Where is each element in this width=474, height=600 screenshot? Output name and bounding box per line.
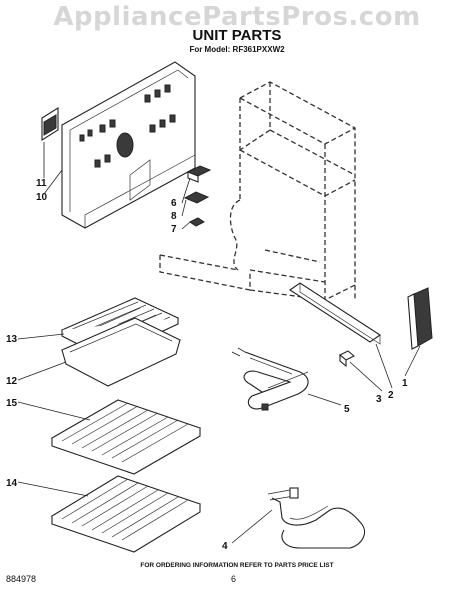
callout-1: 1 xyxy=(402,378,408,389)
ordering-note: FOR ORDERING INFORMATION REFER TO PARTS … xyxy=(140,562,334,569)
screw-clip xyxy=(189,217,205,227)
document-number: 884978 xyxy=(6,574,37,584)
rear-panel xyxy=(61,61,196,229)
callout-4: 4 xyxy=(222,541,228,552)
callout-11: 11 xyxy=(36,178,47,189)
bake-element xyxy=(231,347,309,411)
broil-element xyxy=(267,487,365,549)
callout-7: 7 xyxy=(171,224,177,235)
insulation-pad xyxy=(41,107,59,141)
page-title: UNIT PARTS xyxy=(192,27,282,44)
element-clip xyxy=(339,350,355,368)
leader-lines xyxy=(17,142,421,544)
element-support-bracket xyxy=(289,282,433,350)
callout-13: 13 xyxy=(6,334,18,345)
callout-15: 15 xyxy=(6,398,18,409)
callout-5: 5 xyxy=(344,404,350,415)
callout-10: 10 xyxy=(36,192,48,203)
callout-12: 12 xyxy=(6,376,18,387)
broiler-pan xyxy=(60,317,182,387)
oven-rack-lower xyxy=(50,475,202,553)
page-number: 6 xyxy=(231,574,237,584)
fan-hole xyxy=(116,132,134,158)
terminal-block xyxy=(186,165,212,183)
watermark: AppliancePartsPros.com xyxy=(53,2,421,32)
callout-14: 14 xyxy=(6,478,18,489)
model-line: For Model: RF361PXXW2 xyxy=(189,45,285,54)
oven-rack-upper xyxy=(50,399,202,475)
bracket xyxy=(183,191,210,204)
callout-8: 8 xyxy=(171,211,177,222)
callout-3: 3 xyxy=(376,394,382,405)
callout-6: 6 xyxy=(171,198,177,209)
callout-2: 2 xyxy=(388,390,394,401)
